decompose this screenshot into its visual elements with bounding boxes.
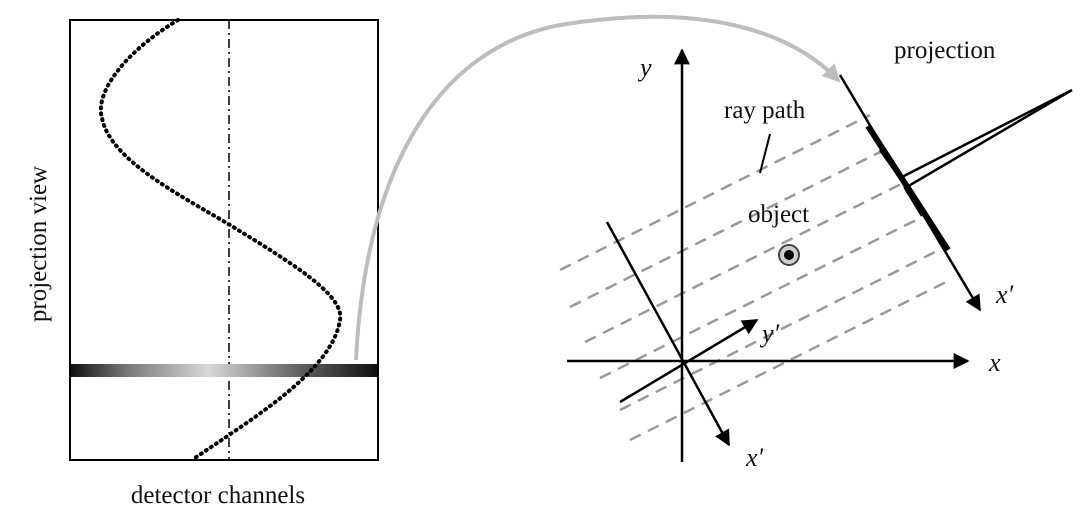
ray-path-line [599, 215, 923, 380]
ray-path-line [569, 146, 889, 309]
correspondence-arrow [354, 14, 841, 361]
ray-path-line [584, 180, 906, 344]
y-axis-label: y [637, 53, 652, 82]
projection-label: projection [894, 37, 996, 64]
x-prime-axis-lower [605, 221, 731, 447]
sinusoid-trace [98, 18, 343, 462]
sinogram-xlabel: detector channels [131, 482, 305, 509]
projection-row-band [71, 364, 377, 377]
y-prime-label: y′ [759, 319, 780, 348]
sinogram-ylabel: projection view [25, 166, 52, 322]
sinogram-frame [69, 19, 379, 461]
ray-path-line [559, 113, 871, 272]
geometry-diagram: x y x′ y′ x′ projection ray path object [559, 37, 1073, 472]
projection-profile [878, 88, 1073, 217]
object-core [784, 250, 794, 260]
detector-segment [865, 124, 951, 252]
x-prime-lower-label: x′ [745, 443, 764, 472]
x-axis-label: x [988, 348, 1001, 377]
y-prime-axis [619, 318, 759, 404]
ray-path-leader [759, 133, 771, 174]
x-prime-upper-label: x′ [995, 280, 1014, 309]
ray-path-label: ray path [724, 97, 806, 124]
ray-paths [559, 113, 951, 442]
object-label: object [748, 201, 809, 228]
sinogram-panel: detector channels projection view [25, 18, 379, 509]
